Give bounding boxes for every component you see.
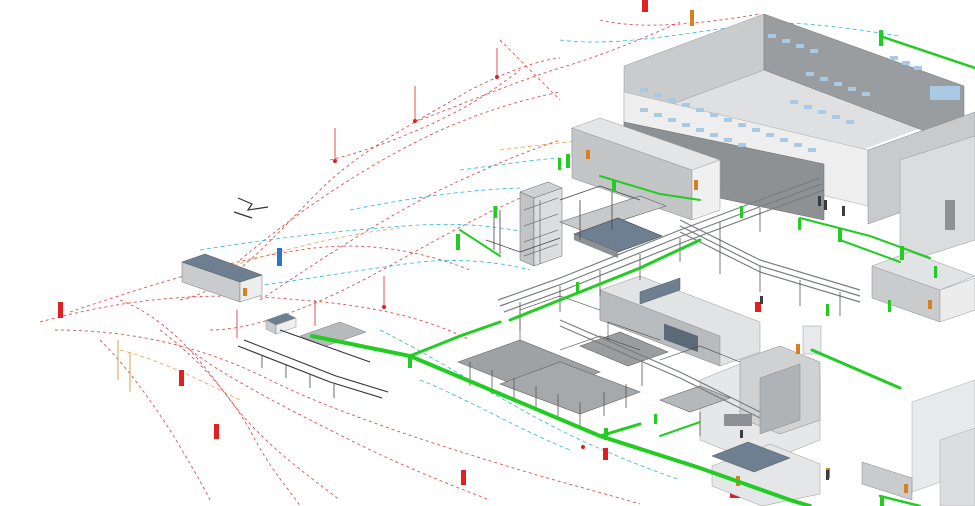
process-skid: [485, 181, 667, 267]
blue-marker: [277, 248, 282, 266]
door-details: [740, 196, 845, 480]
pipe-rack: [497, 177, 861, 419]
green-pipe-risers: [408, 30, 937, 506]
green-pipe-network: [310, 34, 975, 506]
red-service-lines: [39, 13, 761, 506]
cyan-service-lines: [199, 22, 901, 481]
small-shed: [181, 253, 263, 303]
cable-tray-fragment: [233, 197, 269, 219]
small-equipment: [237, 313, 389, 399]
process-hall: [599, 275, 830, 506]
east-building: [861, 251, 975, 506]
